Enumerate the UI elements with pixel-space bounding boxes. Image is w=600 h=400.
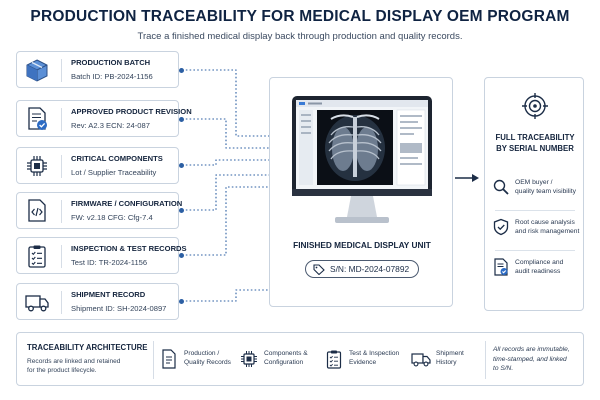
truck-icon bbox=[24, 289, 50, 315]
chip-icon bbox=[239, 349, 259, 369]
document-icon bbox=[159, 349, 179, 369]
record-title: SHIPMENT RECORD bbox=[71, 290, 146, 299]
shield-check-icon bbox=[492, 218, 510, 236]
full-traceability-panel: FULL TRACEABILITY BY SERIAL NUMBER OEM b… bbox=[484, 77, 584, 311]
connector-dot bbox=[179, 208, 184, 213]
architecture-title: TRACEABILITY ARCHITECTURE bbox=[27, 343, 148, 352]
page-subtitle: Trace a finished medical display back th… bbox=[137, 31, 463, 42]
truck-icon bbox=[411, 349, 431, 369]
record-card-production-batch: PRODUCTION BATCH Batch ID: PB-2024-1156 bbox=[16, 51, 179, 88]
chip-icon bbox=[24, 153, 50, 179]
record-card-critical-components: CRITICAL COMPONENTS Lot / Supplier Trace… bbox=[16, 147, 179, 184]
serial-number-badge: S/N: MD-2024-07892 bbox=[305, 260, 419, 278]
record-detail: Shipment ID: SH-2024-0897 bbox=[71, 304, 167, 313]
finished-unit-panel: FINISHED MEDICAL DISPLAY UNIT S/N: MD-20… bbox=[269, 77, 453, 307]
target-icon bbox=[522, 93, 548, 119]
unit-label: FINISHED MEDICAL DISPLAY UNIT bbox=[293, 240, 431, 250]
clipboard-checklist-icon bbox=[324, 349, 344, 369]
tag-icon bbox=[313, 264, 325, 275]
record-detail: Test ID: TR-2024-1156 bbox=[71, 258, 148, 267]
record-detail: Rev: A2.3 ECN: 24-087 bbox=[71, 121, 150, 130]
traceability-title: FULL TRACEABILITY BY SERIAL NUMBER bbox=[495, 133, 575, 153]
record-title: INSPECTION & TEST RECORDS bbox=[71, 244, 187, 253]
connector-dot bbox=[179, 299, 184, 304]
records-note: All records are immutable, time-stamped,… bbox=[493, 346, 570, 372]
record-card-product-revision: APPROVED PRODUCT REVISION Rev: A2.3 ECN:… bbox=[16, 100, 192, 137]
connector-dot bbox=[179, 68, 184, 73]
record-card-firmware: FIRMWARE / CONFIGURATION FW: v2.18 CFG: … bbox=[16, 192, 183, 229]
record-card-inspection: INSPECTION & TEST RECORDS Test ID: TR-20… bbox=[16, 237, 187, 274]
magnifier-icon bbox=[492, 178, 510, 196]
clipboard-checklist-icon bbox=[24, 243, 50, 269]
record-title: PRODUCTION BATCH bbox=[71, 58, 151, 67]
record-title: CRITICAL COMPONENTS bbox=[71, 154, 163, 163]
connector-dot bbox=[179, 117, 184, 122]
code-file-icon bbox=[24, 198, 50, 224]
record-detail: FW: v2.18 CFG: Cfg-7.4 bbox=[71, 213, 153, 222]
connector-dot bbox=[179, 163, 184, 168]
box-icon bbox=[24, 57, 50, 83]
medical-display-monitor bbox=[292, 96, 432, 223]
document-check-icon bbox=[492, 258, 510, 276]
serial-number-text: S/N: MD-2024-07892 bbox=[330, 264, 410, 274]
traceability-architecture-panel: TRACEABILITY ARCHITECTURE Records are li… bbox=[16, 332, 584, 386]
architecture-description: Records are linked and retained for the … bbox=[27, 358, 121, 374]
record-card-shipment: SHIPMENT RECORD Shipment ID: SH-2024-089… bbox=[16, 283, 179, 320]
traceability-item: Compliance and audit readiness bbox=[489, 258, 583, 294]
traceability-item: Root cause analysis and risk management bbox=[489, 218, 583, 254]
record-title: FIRMWARE / CONFIGURATION bbox=[71, 199, 183, 208]
record-detail: Lot / Supplier Traceability bbox=[71, 168, 157, 177]
page-title: PRODUCTION TRACEABILITY FOR MEDICAL DISP… bbox=[30, 8, 570, 25]
connector-dot bbox=[179, 253, 184, 258]
record-title: APPROVED PRODUCT REVISION bbox=[71, 107, 192, 116]
traceability-item: OEM buyer / quality team visibility bbox=[489, 178, 583, 214]
document-check-icon bbox=[24, 106, 50, 132]
record-detail: Batch ID: PB-2024-1156 bbox=[71, 72, 153, 81]
